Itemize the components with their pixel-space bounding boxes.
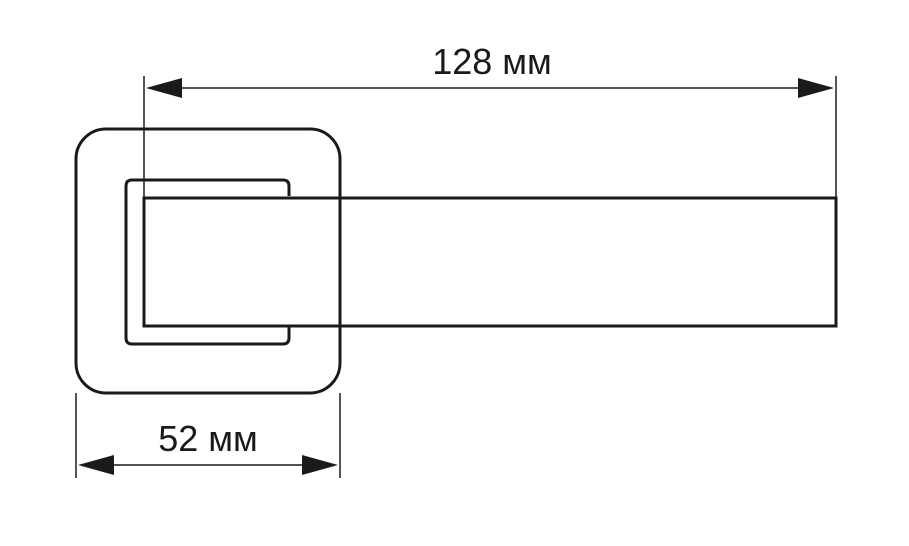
rosette-dimension-label: 52 мм bbox=[158, 418, 258, 459]
length-dimension-label: 128 мм bbox=[432, 41, 552, 82]
bottom-arrow-left bbox=[78, 455, 114, 475]
rosette-inner-plate bbox=[124, 178, 291, 346]
lever-bar bbox=[142, 196, 838, 328]
rosette-outer bbox=[74, 127, 342, 395]
bottom-arrow-right bbox=[302, 455, 338, 475]
top-arrow-left bbox=[146, 78, 182, 98]
top-arrow-right bbox=[798, 78, 834, 98]
